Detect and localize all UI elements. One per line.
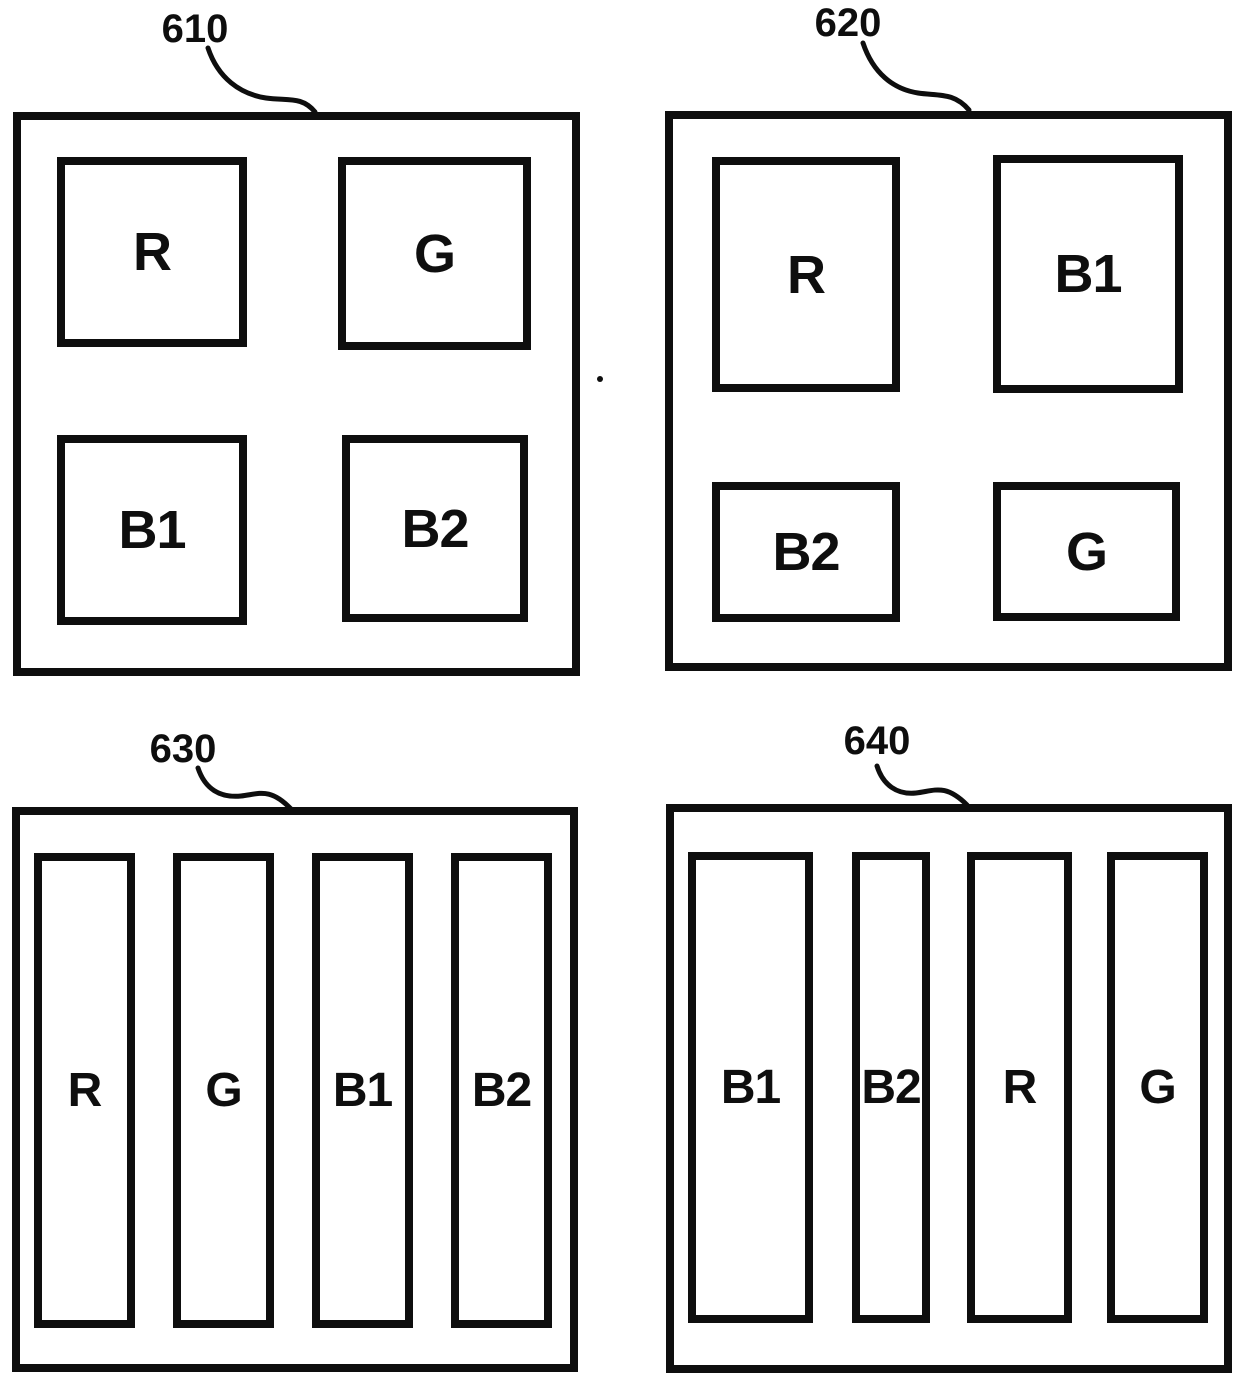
subpixel-label: R: [1002, 1060, 1038, 1114]
subpixel-640-b2: B2: [852, 852, 930, 1323]
ink-speck: [597, 376, 603, 382]
subpixel-label: G: [205, 1063, 242, 1117]
subpixel-640-g: G: [1107, 852, 1208, 1323]
subpixel-640-b1: B1: [688, 852, 813, 1323]
subpixel-610-r: R: [57, 157, 247, 347]
subpixel-label: R: [67, 1063, 103, 1117]
subpixel-610-b2: B2: [342, 435, 528, 622]
subpixel-label: R: [133, 222, 172, 282]
ref-label-640: 640: [843, 719, 911, 763]
subpixel-label: G: [1065, 521, 1108, 582]
subpixel-label: G: [413, 223, 456, 284]
subpixel-label: B2: [772, 522, 840, 582]
subpixel-630-r: R: [34, 853, 135, 1328]
leader-line-610: [205, 45, 318, 115]
subpixel-630-b2: B2: [451, 853, 552, 1328]
subpixel-label: B2: [401, 498, 469, 559]
subpixel-620-g: G: [993, 482, 1180, 621]
ref-label-630: 630: [149, 727, 217, 771]
subpixel-620-b1: B1: [993, 155, 1183, 393]
subpixel-label: R: [787, 244, 826, 305]
subpixel-640-r: R: [967, 852, 1072, 1323]
ref-label-620: 620: [814, 1, 882, 45]
subpixel-label: B2: [861, 1060, 921, 1114]
subpixel-630-b1: B1: [312, 853, 413, 1328]
subpixel-630-g: G: [173, 853, 274, 1328]
subpixel-label: G: [1139, 1060, 1176, 1114]
subpixel-label: B1: [1054, 244, 1122, 304]
leader-line-640: [874, 763, 970, 808]
subpixel-620-r: R: [712, 157, 900, 392]
subpixel-label: B1: [332, 1063, 393, 1117]
leader-line-630: [195, 765, 294, 812]
ref-label-610: 610: [161, 7, 229, 51]
subpixel-label: B1: [720, 1060, 781, 1114]
subpixel-620-b2: B2: [712, 482, 900, 622]
subpixel-610-g: G: [338, 157, 531, 350]
subpixel-label: B2: [471, 1063, 532, 1117]
subpixel-label: B1: [118, 500, 186, 560]
leader-line-620: [860, 40, 972, 113]
subpixel-610-b1: B1: [57, 435, 247, 625]
